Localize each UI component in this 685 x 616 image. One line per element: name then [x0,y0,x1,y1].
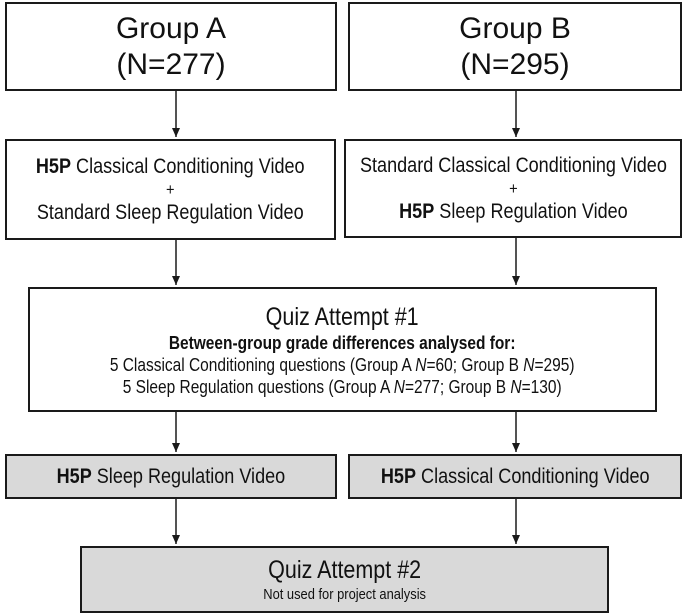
followup-a-label: H5P Sleep Regulation Video [56,464,286,488]
h5p-label: H5P [380,464,416,488]
treatment-a-plus: + [166,179,175,199]
sleep-regulation-analysis: 5 Sleep Regulation questions (Group A N=… [123,376,562,397]
group-b-box: Group B (N=295) [348,2,682,91]
quiz-attempt-1-subtitle: Between-group grade differences analysed… [169,332,516,353]
followup-a-box: H5P Sleep Regulation Video [5,454,337,499]
quiz-attempt-2-note: Not used for project analysis [263,586,426,603]
quiz-attempt-2-title: Quiz Attempt #2 [267,556,421,584]
treatment-b-line2: H5P Sleep Regulation Video [398,199,628,223]
h5p-label: H5P [56,464,92,488]
group-b-count: (N=295) [460,47,570,81]
treatment-b-box: Standard Classical Conditioning Video + … [344,139,682,238]
followup-b-label: H5P Classical Conditioning Video [380,464,650,488]
quiz-attempt-2-box: Quiz Attempt #2 Not used for project ana… [80,546,609,613]
treatment-a-line1: H5P Classical Conditioning Video [36,154,305,178]
quiz-attempt-1-title: Quiz Attempt #1 [265,302,419,331]
classical-conditioning-analysis: 5 Classical Conditioning questions (Grou… [110,354,575,375]
treatment-a-box: H5P Classical Conditioning Video + Stand… [5,139,336,240]
h5p-label: H5P [36,154,72,178]
quiz-attempt-1-box: Quiz Attempt #1 Between-group grade diff… [28,287,657,412]
treatment-a-line2: Standard Sleep Regulation Video [37,200,304,224]
treatment-b-plus: + [508,178,518,198]
group-a-count: (N=277) [116,47,226,81]
group-b-title: Group B [459,11,571,45]
followup-b-box: H5P Classical Conditioning Video [348,454,682,499]
treatment-b-line1: Standard Classical Conditioning Video [359,153,667,177]
group-a-box: Group A (N=277) [5,2,337,91]
group-a-title: Group A [115,11,227,45]
h5p-label: H5P [398,199,434,223]
